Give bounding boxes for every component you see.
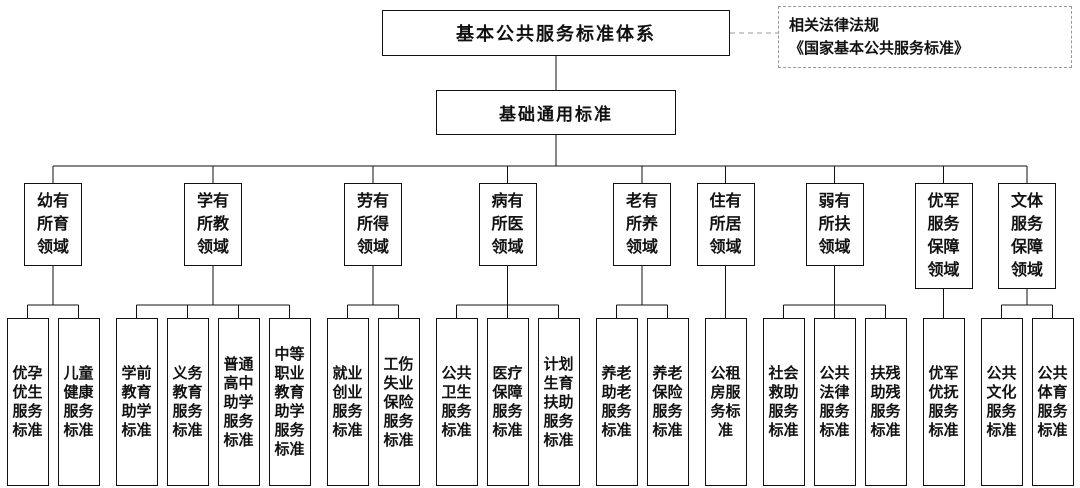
law-note-line2: 《国家基本公共服务标准》 [789, 40, 970, 57]
leaf-node: 优军 优抚 服务 标准 [922, 318, 965, 486]
leaf-node: 公共 体育 服务 标准 [1031, 318, 1074, 486]
domain-node: 幼有 所育 领域 [24, 183, 82, 266]
leaf-node: 工伤 失业 保险 服务 标准 [377, 318, 420, 486]
leaf-node: 优孕 优生 服务 标准 [6, 318, 49, 486]
domain-node: 学有 所教 领域 [184, 183, 242, 266]
general-node: 基础通用标准 [436, 90, 676, 135]
leaf-node: 养老 保险 服务 标准 [646, 318, 689, 486]
domain-node: 优军 服务 保障 领域 [914, 183, 973, 289]
domain-node: 病有 所医 领域 [478, 183, 537, 266]
leaf-node: 公租 房服 务标 准 [704, 318, 747, 486]
domain-node: 劳有 所得 领域 [344, 183, 402, 266]
leaf-node: 社会 救助 服务 标准 [762, 318, 805, 486]
domain-node: 弱有 所扶 领域 [805, 183, 864, 266]
leaf-node: 学前 教育 助学 标准 [115, 318, 158, 486]
domain-node: 文体 服务 保障 领域 [998, 183, 1056, 289]
law-note: 相关法律法规 《国家基本公共服务标准》 [778, 6, 1072, 68]
leaf-node: 医疗 保障 服务 标准 [486, 318, 529, 486]
leaf-node: 扶残 助残 服务 标准 [864, 318, 907, 486]
root-node: 基本公共服务标准体系 [382, 10, 730, 56]
leaf-node: 养老 助老 服务 标准 [595, 318, 638, 486]
law-note-line1: 相关法律法规 [789, 17, 880, 34]
leaf-node: 公共 法律 服务 标准 [813, 318, 856, 486]
leaf-node: 公共 文化 服务 标准 [980, 318, 1023, 486]
leaf-node: 义务 教育 服务 标准 [166, 318, 209, 486]
leaf-node: 计划 生育 扶助 服务 标准 [537, 318, 580, 486]
domain-node: 老有 所养 领域 [613, 183, 671, 266]
domain-node: 住有 所居 领域 [696, 183, 755, 266]
leaf-node: 中等 职业 教育 助学 服务 标准 [268, 318, 311, 486]
leaf-node: 就业 创业 服务 标准 [326, 318, 369, 486]
leaf-node: 普通 高中 助学 服务 标准 [217, 318, 260, 486]
leaf-node: 公共 卫生 服务 标准 [435, 318, 478, 486]
leaf-node: 儿童 健康 服务 标准 [57, 318, 100, 486]
